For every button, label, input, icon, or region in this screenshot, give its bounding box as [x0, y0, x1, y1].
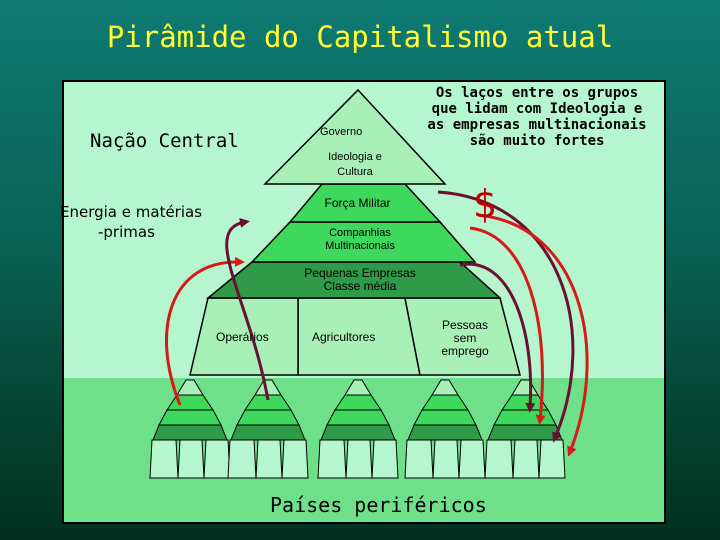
label-ideologia-2: Cultura	[337, 166, 373, 178]
label-ideologia: Ideologia e Cultura	[300, 150, 410, 180]
slide-title: Pirâmide do Capitalismo atual	[106, 20, 614, 54]
label-pequenas-1: Pequenas Empresas	[304, 266, 416, 280]
label-governo: Governo	[320, 126, 363, 138]
label-nacao-central: Nação Central	[90, 130, 239, 152]
peripheral-pyramid	[484, 379, 566, 479]
peripheral-pyramid-base	[484, 439, 514, 479]
peripheral-pyramid-base	[227, 439, 257, 479]
peripheral-pyramid-base	[203, 439, 231, 479]
peripheral-pyramid-base	[458, 439, 486, 479]
arrow-down-1	[459, 262, 536, 413]
peripheral-pyramid-layer	[158, 409, 222, 426]
dollar-sign: $	[473, 182, 498, 226]
peripheral-pyramid-base	[255, 439, 283, 479]
label-forca-militar: Força Militar	[324, 196, 391, 210]
peripheral-pyramid-base	[404, 439, 434, 479]
peripheral-pyramid	[227, 379, 309, 479]
label-pessoas-1: Pessoas	[441, 318, 489, 332]
label-lacos-1: Os laços entre os grupos	[435, 85, 639, 101]
label-pequenas: Pequenas Empresas Classe média	[280, 267, 440, 293]
label-companhias-2: Multinacionais	[325, 240, 395, 252]
peripheral-pyramid	[404, 379, 486, 479]
peripheral-pyramid-base	[512, 439, 540, 479]
peripheral-pyramids	[149, 379, 566, 479]
peripheral-pyramid-base	[317, 439, 347, 479]
label-companhias: Companhias Multinacionais	[290, 227, 430, 253]
label-ideologia-1: Ideologia e	[328, 151, 382, 163]
label-energia-1: Energia e matérias	[60, 203, 203, 221]
label-paises-perifericos: Países periféricos	[270, 493, 487, 517]
label-lacos-4: são muito fortes	[469, 133, 605, 149]
peripheral-pyramid-base	[149, 439, 179, 479]
peripheral-pyramid-base	[432, 439, 460, 479]
label-operarios: Operários	[216, 330, 269, 344]
arrow-energia-2	[225, 217, 270, 401]
peripheral-pyramid-layer	[236, 409, 300, 426]
arrow-down-2	[469, 226, 546, 425]
label-companhias-1: Companhias	[329, 227, 391, 239]
peripheral-pyramid-base	[345, 439, 373, 479]
label-pessoas: Pessoas sem emprego	[425, 319, 505, 358]
label-lacos: Os laços entre os grupos que lidam com I…	[412, 85, 662, 149]
peripheral-pyramid-base	[177, 439, 205, 479]
label-pequenas-2: Classe média	[323, 279, 397, 293]
peripheral-pyramid-layer	[493, 409, 557, 426]
peripheral-pyramid-layer	[230, 424, 306, 441]
peripheral-pyramid-base	[281, 439, 309, 479]
arrow-down-3	[437, 190, 575, 443]
layer-apex	[263, 88, 447, 185]
peripheral-pyramid-layer	[152, 424, 228, 441]
peripheral-pyramid-layer	[413, 409, 477, 426]
peripheral-pyramid-base	[538, 439, 566, 479]
label-energia-2: -primas	[98, 223, 155, 241]
label-lacos-3: as empresas multinacionais	[427, 117, 647, 133]
peripheral-pyramid	[317, 379, 399, 479]
arrow-down-4	[477, 213, 589, 457]
label-agricultores: Agricultores	[312, 330, 376, 344]
peripheral-pyramid-layer	[487, 424, 563, 441]
label-pessoas-2: sem	[453, 331, 477, 345]
label-lacos-2: que lidam com Ideologia e	[431, 101, 643, 117]
arrow-energia-1	[165, 256, 245, 406]
label-pessoas-3: emprego	[441, 344, 489, 358]
peripheral-pyramid-layer	[326, 409, 390, 426]
peripheral-pyramid-base	[371, 439, 399, 479]
peripheral-pyramid	[149, 379, 231, 479]
peripheral-pyramid-layer	[320, 424, 396, 441]
peripheral-pyramid-layer	[407, 424, 483, 441]
